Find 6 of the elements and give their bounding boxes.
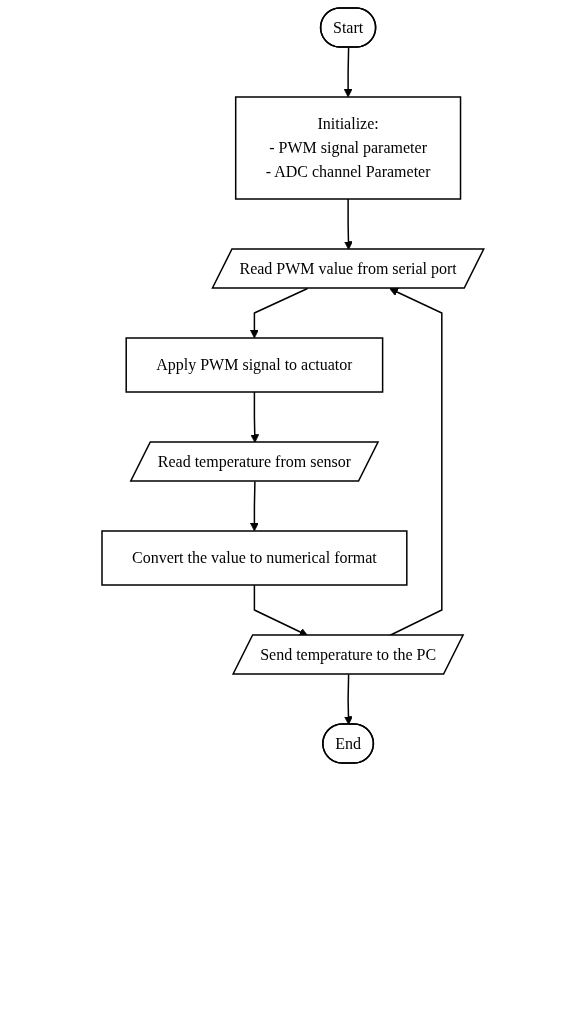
node-box: Apply PWM signal to actuator xyxy=(125,337,384,393)
node-box: Convert the value to numerical format xyxy=(101,530,408,586)
arrow xyxy=(344,198,353,250)
node-box: Initialize: - PWM signal parameter - ADC channel Parameter xyxy=(235,96,462,200)
arrow xyxy=(343,46,353,98)
arrow xyxy=(250,391,260,443)
